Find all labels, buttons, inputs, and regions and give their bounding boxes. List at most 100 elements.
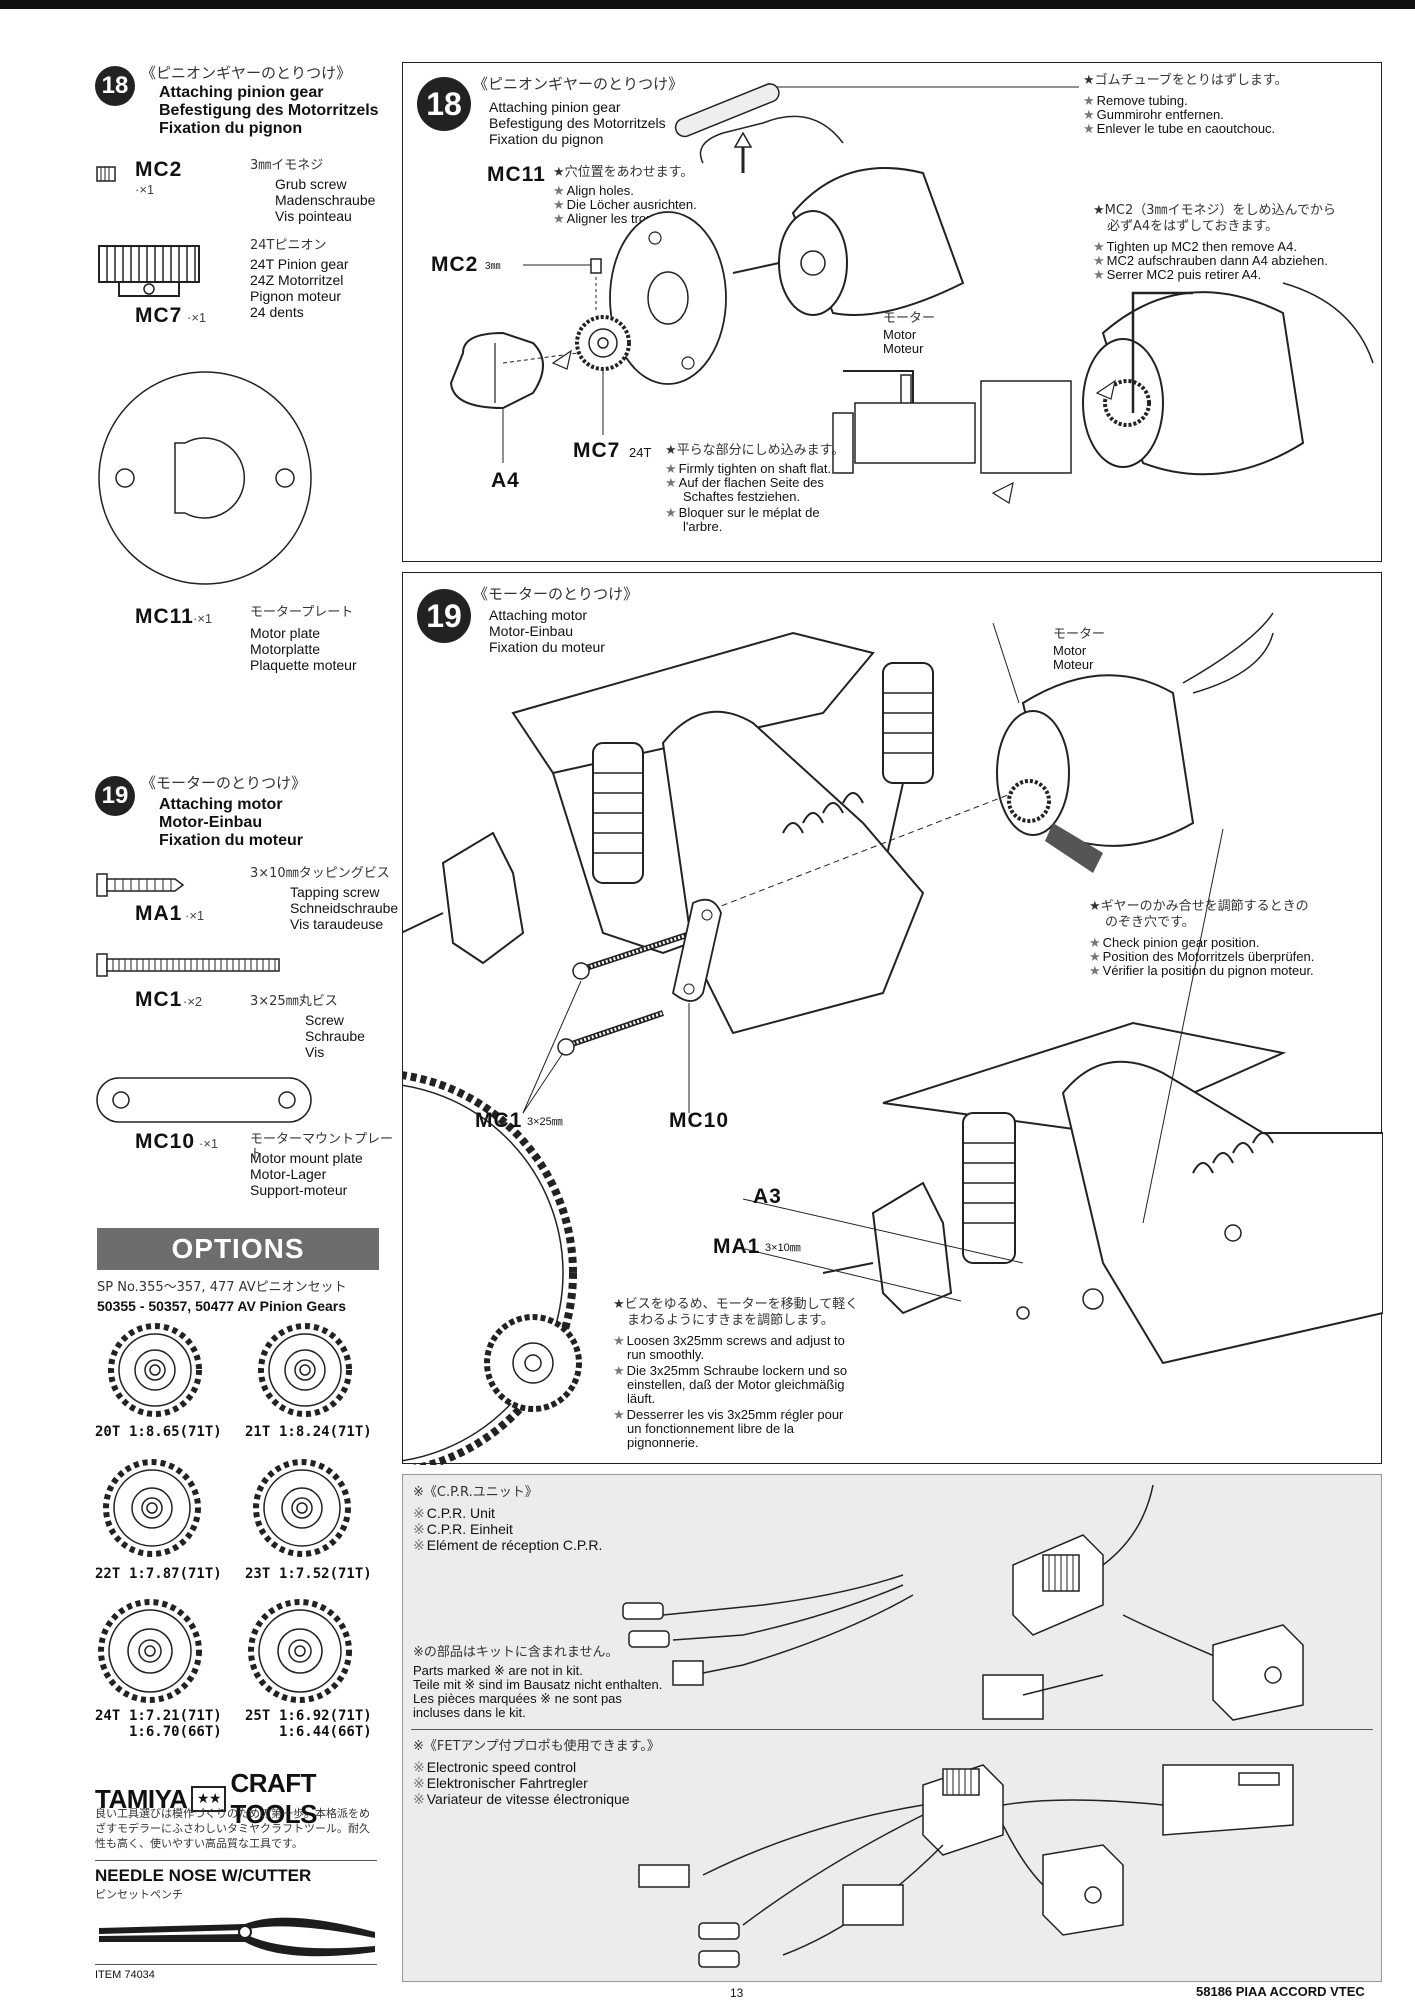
gear-icon <box>248 1599 352 1703</box>
callout-ma1-size: 3×10㎜ <box>765 1242 801 1254</box>
step-title-de: Befestigung des Motorritzels <box>489 115 666 131</box>
gear-ratio-label-2: 1:6.44(66T) <box>279 1724 372 1740</box>
step-title-fr: Fixation du pignon <box>159 120 303 137</box>
chassis-assembly-illustration <box>403 612 1383 1465</box>
step-number-badge: 19 <box>95 776 135 816</box>
part-mc1: MC1 ·×2 3×25㎜丸ビス Screw Schraube Vis <box>95 952 405 1060</box>
callout-a3: A3 <box>753 1185 782 1208</box>
part-name-de: Schneidschraube <box>290 900 399 916</box>
part-name-jp: 3×25㎜丸ビス <box>250 994 338 1009</box>
part-qty: ·×1 <box>193 611 213 626</box>
part-mc7: MC7 ·×1 24Tピニオン 24T Pinion gear 24Z Moto… <box>95 238 405 333</box>
grub-screw-icon <box>96 166 116 182</box>
part-name-en: Grub screw <box>275 176 347 192</box>
callout-mc2-size: 3㎜ <box>485 261 501 272</box>
note-align-en: Align holes. <box>553 183 634 198</box>
note-check-jp-1: ★ギヤーのかみ合せを調節するときの <box>1089 899 1309 914</box>
footer-title: 58186 PIAA ACCORD VTEC <box>1196 1984 1365 1999</box>
screw-icon <box>96 953 280 977</box>
callout-mc7: MC7 <box>573 439 621 462</box>
radio-equipment-panel: ※《C.P.R.ユニット》 C.P.R. Unit C.P.R. Einheit… <box>402 1474 1382 1982</box>
gear-ratio-label: 1:8.24(71T) <box>279 1424 372 1440</box>
option-gear-22t: 22T 1:7.87(71T) <box>95 1456 235 1582</box>
part-name-de: Schraube <box>305 1028 365 1044</box>
step-title-en: Attaching motor <box>159 796 283 813</box>
craft-tools-description: 良い工具選びは模作づくりのための第一歩。本格派をめざすモデラーにふさわしいタミヤ… <box>95 1807 370 1850</box>
step-title-jp: 《ピニオンギヤーのとりつけ》 <box>141 64 352 82</box>
part-name-fr: Pignon moteur <box>250 288 342 304</box>
callout-ma1: MA1 <box>713 1235 761 1258</box>
craft-tools-ad: TAMIYA ★★ CRAFT TOOLS 良い工具選びは模作づくりのための第一… <box>95 1768 385 1988</box>
step-title-jp: 《モーターのとりつけ》 <box>141 774 307 792</box>
step-title-en: Attaching pinion gear <box>489 99 621 115</box>
step-title-fr: Fixation du moteur <box>489 639 605 655</box>
not-in-kit-de: Teile mit ※ sind im Bausatz nicht enthal… <box>413 1677 663 1692</box>
step-title-jp: 《モーターのとりつけ》 <box>473 585 639 603</box>
note-tighten-en: Tighten up MC2 then remove A4. <box>1093 239 1297 254</box>
part-qty: ·×1 <box>199 1136 219 1151</box>
part-name-en: Tapping screw <box>290 884 380 900</box>
item-number: ITEM 74034 <box>95 1969 155 1981</box>
part-name-de: Motor-Lager <box>250 1166 327 1182</box>
step-title-de: Motor-Einbau <box>159 814 263 831</box>
motor-label-fr: Moteur <box>1053 657 1094 672</box>
pinion-gear-icon <box>98 245 200 297</box>
note-flat-2: Auf der flachen Seite des <box>665 475 824 490</box>
motor-label-en: Motor <box>1053 643 1087 658</box>
part-name-de: Madenschraube <box>275 192 376 208</box>
part-mc2: MC2 ·×1 3㎜イモネジ Grub screw Madenschraube … <box>95 158 395 228</box>
motor-mount-plate-icon <box>96 1077 312 1123</box>
note-flat-5: l'arbre. <box>683 519 723 534</box>
note-tubing-jp: ★ゴムチューブをとりはずします。 <box>1083 73 1288 88</box>
gear-teeth-label: 24T <box>95 1708 121 1724</box>
step-title-fr: Fixation du pignon <box>489 131 604 147</box>
gear-ratio-label: 1:8.65(71T) <box>129 1424 222 1440</box>
gear-icon <box>258 1323 352 1417</box>
part-qty: ·×1 <box>187 310 207 325</box>
step-number-badge: 18 <box>95 66 135 106</box>
part-name-jp: 3㎜イモネジ <box>250 158 324 173</box>
part-mc10: MC10 ·×1 モーターマウントプレート Motor mount plate … <box>95 1072 405 1202</box>
note-check-de: Position des Motorritzels überprüfen. <box>1089 949 1315 964</box>
gear-icon <box>253 1459 351 1557</box>
not-in-kit-en: Parts marked ※ are not in kit. <box>413 1663 583 1678</box>
gear-ratio-label-2: 1:6.70(66T) <box>129 1724 222 1740</box>
step19-panel: 19 《モーターのとりつけ》 Attaching motor Motor-Ein… <box>402 572 1383 1465</box>
note-check-en: Check pinion gear position. <box>1089 935 1260 950</box>
part-qty: ·×2 <box>183 994 203 1009</box>
note-tubing-fr: Enlever le tube en caoutchouc. <box>1083 121 1276 136</box>
step-title-jp: 《ピニオンギヤーのとりつけ》 <box>473 75 684 93</box>
part-code: MC1 <box>135 988 183 1011</box>
divider <box>411 1729 1373 1730</box>
left-step19-header: 19 《モーターのとりつけ》 Attaching motor Motor-Ein… <box>95 772 395 852</box>
part-name-fr: Vis <box>305 1044 325 1060</box>
note-flat-4: Bloquer sur le méplat de <box>665 505 820 520</box>
gear-icon <box>108 1323 202 1417</box>
part-name-fr-2: 24 dents <box>250 304 304 320</box>
gear-teeth-label: 21T <box>245 1424 271 1440</box>
part-name-jp: モータープレート <box>250 605 354 620</box>
fet-line-de: Elektronischer Fahrtregler <box>413 1775 588 1791</box>
part-name-fr: Vis taraudeuse <box>290 916 384 932</box>
cpr-line-en: C.P.R. Unit <box>413 1505 495 1521</box>
part-name-de: Motorplatte <box>250 641 321 657</box>
callout-mc2: MC2 <box>431 253 479 276</box>
motor-label-jp: モーター <box>1053 627 1106 642</box>
note-loosen-1: Loosen 3x25mm screws and adjust to <box>613 1333 845 1348</box>
brand-text-2: CRAFT TOOLS <box>230 1768 318 1829</box>
callout-mc7-size: 24T <box>629 445 652 460</box>
part-code: MA1 <box>135 902 183 925</box>
options-banner: OPTIONS <box>97 1228 379 1270</box>
part-name-en: Motor mount plate <box>250 1150 363 1166</box>
note-check-jp-2: のぞき穴です。 <box>1105 915 1195 930</box>
pinion-assembly-illustration <box>449 83 1374 504</box>
divider <box>95 1860 377 1861</box>
note-tighten-fr: Serrer MC2 puis retirer A4. <box>1093 267 1262 282</box>
step-title-de: Motor-Einbau <box>489 623 574 639</box>
gear-icon <box>98 1599 202 1703</box>
note-align-de: Die Löcher ausrichten. <box>553 197 697 212</box>
gear-icon <box>103 1459 201 1557</box>
step-title-de: Befestigung des Motorritzels <box>159 102 379 119</box>
note-check-fr: Vérifier la position du pignon moteur. <box>1089 963 1314 978</box>
callout-a4: A4 <box>491 469 520 492</box>
